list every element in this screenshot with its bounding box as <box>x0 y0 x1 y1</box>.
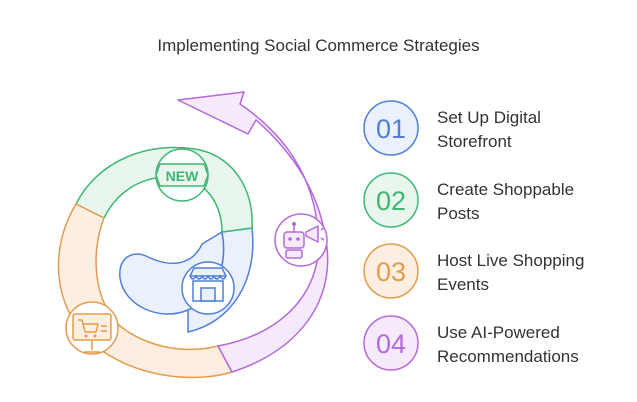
step-4-label-line2: Recommendations <box>437 347 579 366</box>
step-3-number-badge: 03 <box>363 243 419 299</box>
step-2-number-badge: 02 <box>363 172 419 228</box>
segment-ai-recommendations <box>177 91 329 373</box>
step-3-label: Host Live Shopping Events <box>437 249 632 297</box>
step-4-number: 04 <box>376 329 406 359</box>
step-2-number: 02 <box>376 186 406 216</box>
storefront-icon <box>181 261 235 315</box>
step-2-label-line1: Create Shoppable <box>437 180 575 199</box>
step-4-label: Use AI-Powered Recommendations <box>437 321 632 369</box>
step-1-label-line2: Storefront <box>437 132 512 151</box>
step-3-number: 03 <box>376 257 406 287</box>
step-1-label: Set Up Digital Storefront <box>437 106 632 154</box>
cart-board-icon <box>65 301 119 355</box>
step-3-label-line1: Host Live Shopping <box>437 251 585 270</box>
page-title: Implementing Social Commerce Strategies <box>157 36 480 55</box>
segment-shoppable-posts <box>75 146 253 233</box>
step-2-label-line2: Posts <box>437 204 480 223</box>
new-badge-icon: NEW <box>155 148 209 202</box>
step-4-label-line1: Use AI-Powered <box>437 323 560 342</box>
robot-megaphone-icon <box>274 213 328 267</box>
new-badge-text: NEW <box>166 168 199 184</box>
step-3-label-line2: Events <box>437 275 489 294</box>
step-4-number-badge: 04 <box>363 315 419 371</box>
step-1-number-badge: 01 <box>363 100 419 156</box>
step-1-label-line1: Set Up Digital <box>437 108 541 127</box>
step-1-number: 01 <box>376 114 406 144</box>
step-2-label: Create Shoppable Posts <box>437 178 632 226</box>
